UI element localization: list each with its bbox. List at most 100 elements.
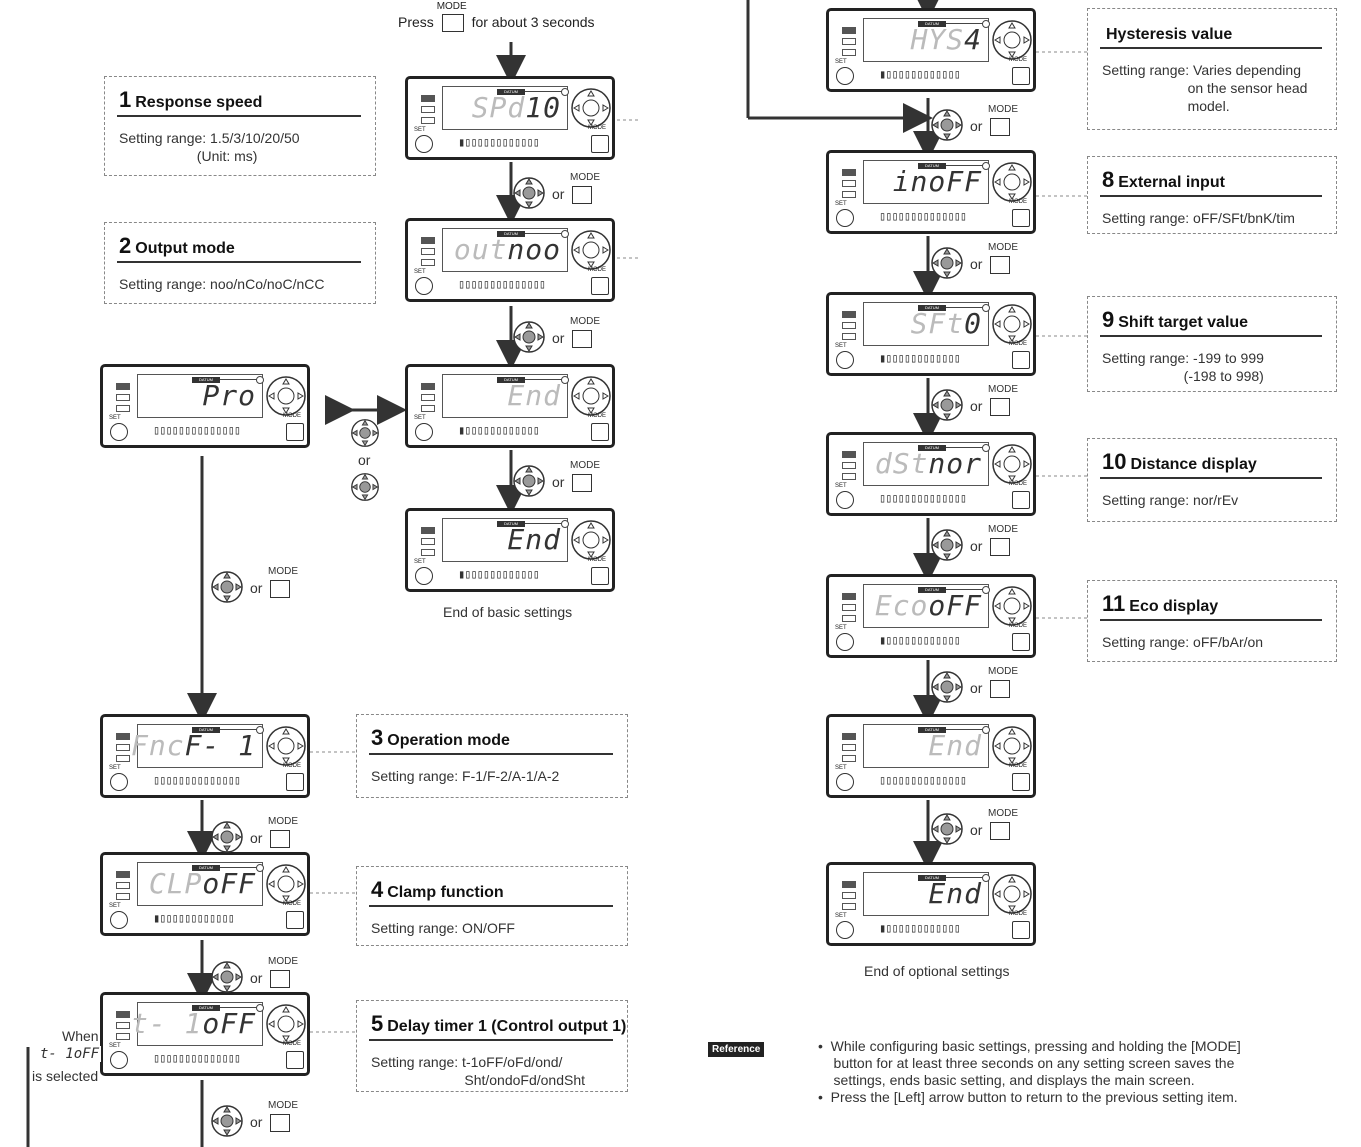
arrow-pad-icon[interactable] xyxy=(265,375,307,417)
mode-button[interactable] xyxy=(1012,491,1030,509)
setting-range: Setting range: Varies depending on the s… xyxy=(1102,62,1308,114)
arrow-pad-icon[interactable] xyxy=(930,108,964,142)
mode-button-icon[interactable] xyxy=(990,118,1010,136)
mode-button[interactable] xyxy=(591,277,609,295)
set-button[interactable] xyxy=(110,423,128,441)
arrow-pad-icon[interactable] xyxy=(991,303,1033,345)
mode-label: MODE xyxy=(588,125,606,131)
arrow-pad-icon[interactable] xyxy=(265,725,307,767)
set-button[interactable] xyxy=(110,911,128,929)
arrow-pad-icon[interactable] xyxy=(570,87,612,129)
setting-number: 9 xyxy=(1102,307,1115,332)
mode-button-icon[interactable] xyxy=(990,398,1010,416)
arrow-pad-icon[interactable] xyxy=(991,443,1033,485)
arrow-pad-icon[interactable] xyxy=(991,725,1033,767)
arrow-pad-icon[interactable] xyxy=(991,19,1033,61)
arrow-pad-icon[interactable] xyxy=(930,812,964,846)
mode-button-icon[interactable] xyxy=(270,970,290,988)
mode-button-icon[interactable] xyxy=(990,822,1010,840)
set-button[interactable] xyxy=(415,277,433,295)
lcd-item-value: oFF xyxy=(928,589,982,622)
level-bar: ▯▯▯▯▯▯▯▯▯▯▯▯▯▯ xyxy=(879,209,967,223)
arrow-pad-icon[interactable] xyxy=(512,176,546,210)
arrow-pad-icon[interactable] xyxy=(210,960,244,994)
set-button[interactable] xyxy=(836,67,854,85)
arrow-pad-icon[interactable] xyxy=(991,585,1033,627)
set-button[interactable] xyxy=(836,921,854,939)
set-button[interactable] xyxy=(836,491,854,509)
arrow-pad-icon[interactable] xyxy=(265,1003,307,1045)
arrow-pad-icon[interactable] xyxy=(930,246,964,280)
mode-button[interactable] xyxy=(286,423,304,441)
arrow-pad-icon[interactable] xyxy=(930,528,964,562)
set-label: SET xyxy=(109,1043,121,1049)
mode-button[interactable] xyxy=(1012,67,1030,85)
setting-name: Clamp function xyxy=(387,884,504,901)
mode-button-icon[interactable] xyxy=(572,474,592,492)
lcd-item-code: dSt xyxy=(874,447,929,480)
arrow-pad-icon[interactable] xyxy=(930,670,964,704)
mode-button[interactable] xyxy=(1012,209,1030,227)
arrow-pad-icon[interactable] xyxy=(210,1104,244,1138)
arrow-pad-icon[interactable] xyxy=(350,472,380,502)
set-button[interactable] xyxy=(836,209,854,227)
mode-button[interactable] xyxy=(1012,633,1030,651)
set-label: SET xyxy=(835,765,847,771)
datum-label: DATUM xyxy=(918,163,946,169)
mode-button-icon[interactable] xyxy=(270,1114,290,1132)
or-label: or xyxy=(552,186,565,202)
arrow-pad-icon[interactable] xyxy=(570,229,612,271)
mode-button-icon[interactable] xyxy=(572,330,592,348)
setting-range: Setting range: oFF/bAr/on xyxy=(1102,634,1264,650)
mode-button[interactable] xyxy=(286,911,304,929)
mode-button-icon[interactable] xyxy=(270,580,290,598)
arrow-pad-icon[interactable] xyxy=(210,570,244,604)
mode-button-icon[interactable] xyxy=(990,256,1010,274)
set-button[interactable] xyxy=(415,567,433,585)
lcd-item-code: out xyxy=(453,233,508,266)
mode-button[interactable] xyxy=(591,423,609,441)
mode-button[interactable] xyxy=(591,135,609,153)
arrow-pad-icon[interactable] xyxy=(350,418,380,448)
set-button[interactable] xyxy=(110,773,128,791)
mode-button[interactable] xyxy=(286,1051,304,1069)
set-button[interactable] xyxy=(415,423,433,441)
mode-button[interactable] xyxy=(286,773,304,791)
mode-button-icon[interactable] xyxy=(572,186,592,204)
arrow-pad-icon[interactable] xyxy=(512,464,546,498)
lcd-text: inoFF xyxy=(893,165,982,198)
set-button[interactable] xyxy=(836,351,854,369)
arrow-pad-icon[interactable] xyxy=(930,388,964,422)
set-button[interactable] xyxy=(836,633,854,651)
mode-button[interactable] xyxy=(1012,351,1030,369)
mode-button[interactable] xyxy=(1012,921,1030,939)
set-button[interactable] xyxy=(836,773,854,791)
set-label: SET xyxy=(835,59,847,65)
arrow-pad-icon[interactable] xyxy=(512,320,546,354)
mode-label: MODE xyxy=(283,413,301,419)
mode-button-icon[interactable] xyxy=(990,538,1010,556)
arrow-pad-icon[interactable] xyxy=(265,863,307,905)
arrow-pad-icon[interactable] xyxy=(991,161,1033,203)
set-button[interactable] xyxy=(110,1051,128,1069)
arrow-pad-icon[interactable] xyxy=(570,519,612,561)
mode-button[interactable] xyxy=(591,567,609,585)
datum-label: DATUM xyxy=(918,727,946,733)
mode-button-icon[interactable] xyxy=(270,830,290,848)
level-bar: ▮▯▯▯▯▯▯▯▯▯▯▯▯ xyxy=(458,135,540,149)
mode-button[interactable] xyxy=(1012,773,1030,791)
indicator-leds xyxy=(116,383,130,416)
mode-button-icon[interactable] xyxy=(990,680,1010,698)
arrow-pad-icon[interactable] xyxy=(210,820,244,854)
datum-line xyxy=(946,877,984,878)
level-bar: ▮▯▯▯▯▯▯▯▯▯▯▯▯ xyxy=(458,423,540,437)
arrow-pad-icon[interactable] xyxy=(991,873,1033,915)
arrow-pad-icon[interactable] xyxy=(570,375,612,417)
mode-caption: MODE xyxy=(570,172,600,183)
set-button[interactable] xyxy=(415,135,433,153)
